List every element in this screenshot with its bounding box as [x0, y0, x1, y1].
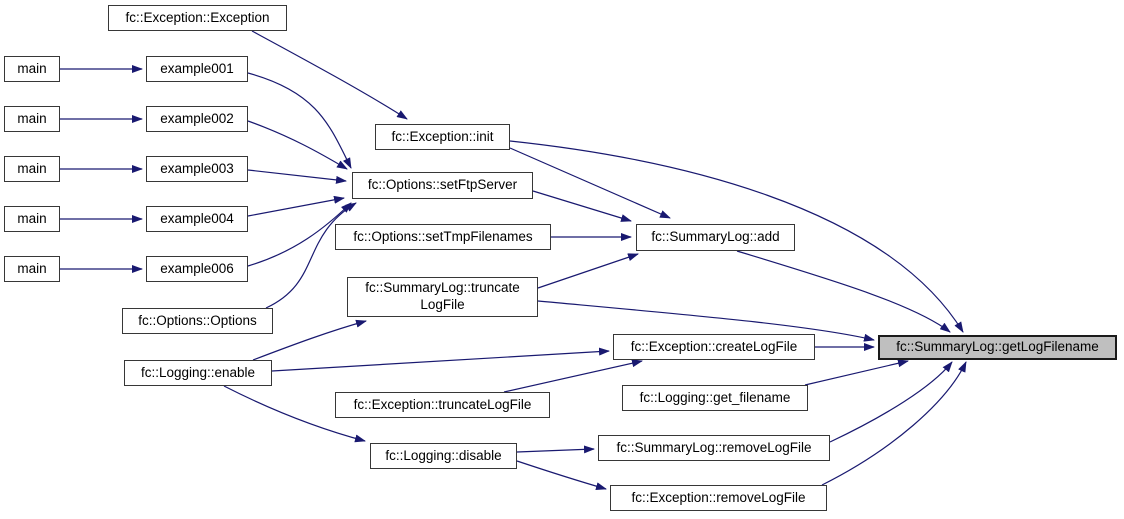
edge-example001-to-options-setftpserver	[247, 72, 352, 169]
node-example001[interactable]: example001	[146, 56, 248, 82]
node-main-1[interactable]: main	[4, 56, 60, 82]
edge-exception-exception-to-exception-init	[251, 30, 408, 120]
node-options-setftpserver[interactable]: fc::Options::setFtpServer	[352, 172, 533, 199]
node-example006[interactable]: example006	[146, 256, 248, 282]
edge-logging-enable-to-logging-disable	[223, 385, 366, 443]
edge-exception-init-to-summarylog-add	[509, 147, 671, 219]
edge-summarylog-removelogfile-to-summarylog-getlogfilename	[829, 361, 953, 443]
edge-exception-init-to-summarylog-getlogfilename	[509, 140, 964, 333]
edge-example003-to-options-setftpserver	[247, 169, 347, 184]
node-example002[interactable]: example002	[146, 106, 248, 132]
node-main-3[interactable]: main	[4, 156, 60, 182]
node-summarylog-add[interactable]: fc::SummaryLog::add	[636, 224, 795, 251]
edge-logging-disable-to-exception-removelogfile	[516, 460, 607, 491]
edge-example002-to-options-setftpserver	[247, 120, 348, 170]
edge-options-options-to-options-setftpserver	[265, 202, 357, 309]
edge-exception-removelogfile-to-summarylog-getlogfilename	[821, 361, 967, 486]
node-main-4[interactable]: main	[4, 206, 60, 232]
node-exception-init[interactable]: fc::Exception::init	[375, 124, 510, 150]
node-exception-createlogfile[interactable]: fc::Exception::createLogFile	[613, 334, 815, 360]
node-logging-disable[interactable]: fc::Logging::disable	[370, 443, 517, 469]
node-exception-removelogfile[interactable]: fc::Exception::removeLogFile	[610, 485, 827, 511]
node-logging-get-filename[interactable]: fc::Logging::get_filename	[622, 385, 808, 411]
node-summarylog-removelogfile[interactable]: fc::SummaryLog::removeLogFile	[598, 435, 830, 461]
edge-summarylog-truncatelogfile-to-summarylog-add	[537, 253, 639, 289]
edge-logging-enable-to-summarylog-truncatelogfile	[252, 319, 367, 361]
node-options-options[interactable]: fc::Options::Options	[122, 308, 273, 334]
node-summarylog-truncatelogfile[interactable]: fc::SummaryLog::truncate LogFile	[347, 277, 538, 317]
edge-example006-to-options-setftpserver	[247, 202, 352, 267]
edge-exception-truncatelogfile-to-exception-createlogfile	[503, 359, 643, 393]
edge-logging-get-filename-to-summarylog-getlogfilename	[804, 359, 909, 386]
node-main-5[interactable]: main	[4, 256, 60, 282]
node-options-settmpfilenames[interactable]: fc::Options::setTmpFilenames	[335, 224, 551, 250]
node-exception-exception[interactable]: fc::Exception::Exception	[108, 5, 287, 31]
node-example003[interactable]: example003	[146, 156, 248, 182]
edge-summarylog-add-to-summarylog-getlogfilename	[736, 250, 951, 333]
node-summarylog-getlogfilename[interactable]: fc::SummaryLog::getLogFilename	[878, 335, 1117, 360]
edge-logging-disable-to-summarylog-removelogfile	[516, 445, 595, 454]
edge-logging-enable-to-exception-createlogfile	[271, 347, 610, 372]
edge-summarylog-truncatelogfile-to-summarylog-getlogfilename	[537, 300, 875, 342]
node-logging-enable[interactable]: fc::Logging::enable	[124, 360, 272, 386]
node-main-2[interactable]: main	[4, 106, 60, 132]
node-exception-truncatelogfile[interactable]: fc::Exception::truncateLogFile	[335, 392, 550, 418]
edge-example004-to-options-setftpserver	[247, 195, 345, 217]
edge-options-setftpserver-to-summarylog-add	[532, 190, 632, 222]
node-example004[interactable]: example004	[146, 206, 248, 232]
